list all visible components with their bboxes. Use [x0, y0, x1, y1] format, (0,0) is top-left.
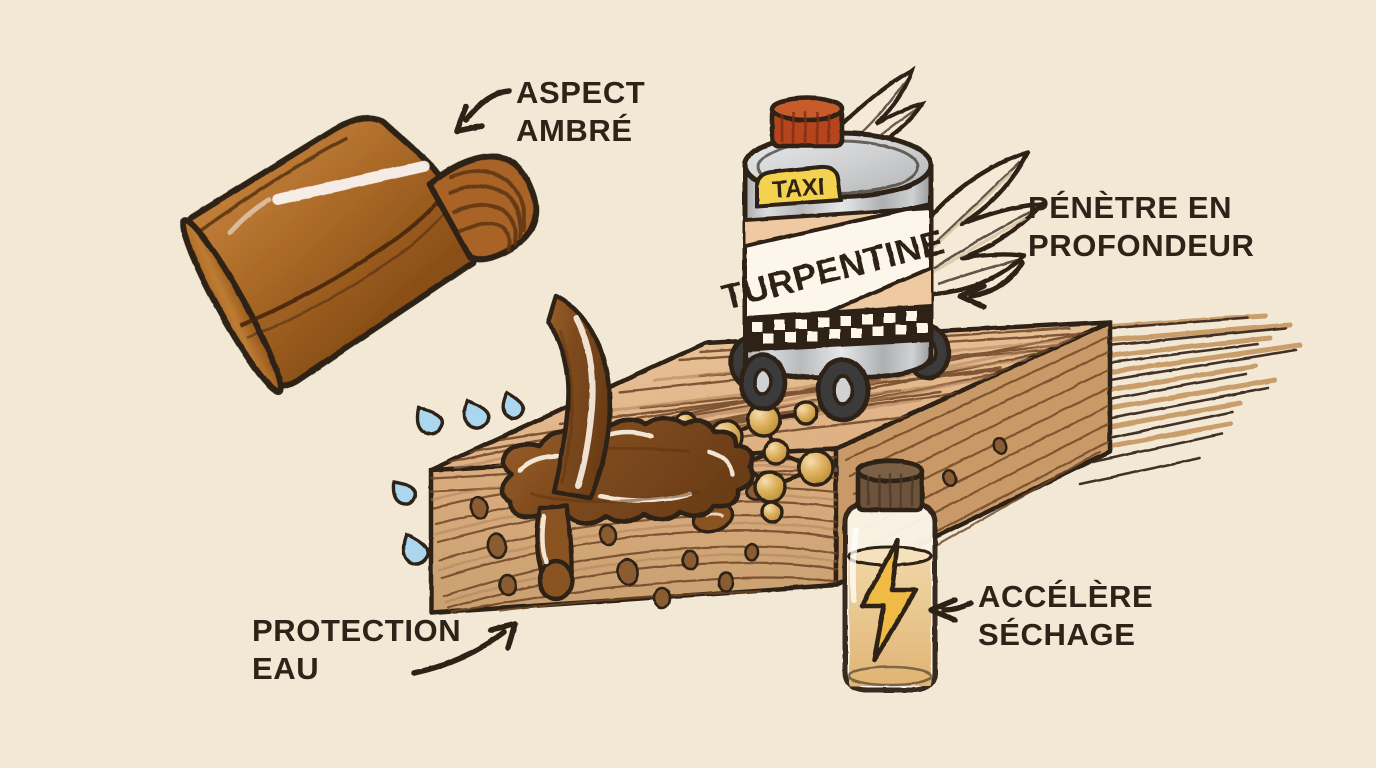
lightning-bolt-icon	[859, 537, 919, 663]
pour-highlight	[573, 315, 596, 489]
pour-stream	[545, 293, 613, 501]
water-droplets	[391, 390, 526, 566]
plank-pores-front	[469, 495, 760, 610]
pour-shade	[558, 329, 574, 485]
arrow-accelere	[928, 597, 974, 623]
label-accelere-sechage: Accélère séchage	[978, 579, 1154, 652]
wing-feather-lines	[929, 161, 1035, 286]
can-wheel-front-left	[738, 352, 788, 412]
can-cap	[769, 95, 845, 149]
turpentine-can: TAXI TURPENTINE	[718, 95, 952, 423]
can-taxi-sign: TAXI	[755, 164, 844, 209]
arrow-protection	[411, 621, 518, 676]
can-taxi-text: TAXI	[771, 173, 825, 203]
accelerator-vial	[842, 458, 938, 693]
can-checker-band	[745, 304, 931, 352]
arrow-aspect	[454, 88, 512, 134]
can-label-band	[745, 201, 931, 352]
bottle-liquid-line	[239, 197, 442, 328]
amber-bottle	[179, 114, 539, 396]
label-protection-eau: Protection eau	[252, 613, 462, 686]
can-wheel-front-right	[815, 357, 871, 423]
label-aspect-ambre: Aspect Ambré	[516, 75, 646, 148]
vial-cap	[855, 458, 925, 513]
arrow-penetre	[957, 260, 1025, 310]
label-penetre-profondeur: Pénètre en profondeur	[1028, 190, 1255, 263]
bottle-threads	[448, 168, 527, 252]
